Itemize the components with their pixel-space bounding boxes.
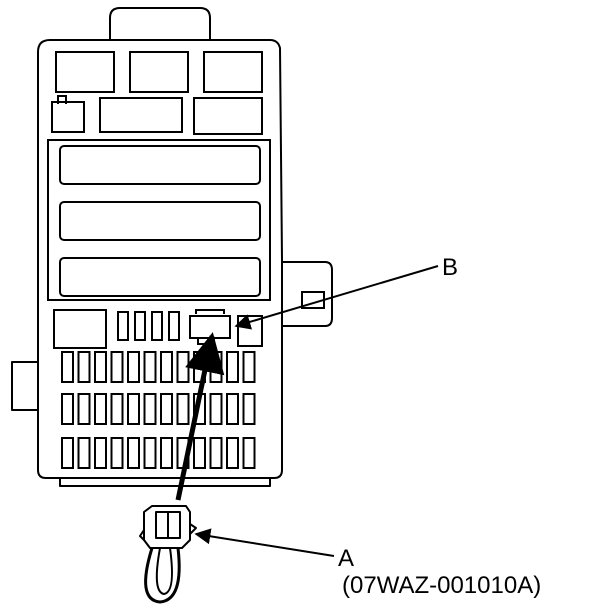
fuse-slot — [242, 437, 256, 469]
mini-fuse-slot — [168, 311, 180, 341]
fuse-slot — [110, 351, 124, 383]
fuse-slot — [176, 393, 190, 425]
callout-a-part-number: (07WAZ-001010A) — [342, 572, 542, 599]
connector-socket — [59, 145, 261, 185]
mini-fuse-slot — [151, 311, 163, 341]
relay-slot — [237, 315, 263, 347]
fuse-slot — [110, 437, 124, 469]
fuse-slot — [160, 351, 173, 383]
fuse-slot — [226, 437, 239, 469]
scs-service-connector — [139, 505, 197, 604]
mini-fuse-row — [117, 311, 180, 341]
leader-line-b — [234, 265, 439, 330]
check-connector-b — [189, 315, 231, 339]
fuse-slot — [77, 393, 91, 425]
connector-socket — [59, 201, 261, 241]
fuse-grid — [61, 351, 256, 469]
connection-arrow — [175, 332, 225, 501]
fuse-slot — [209, 393, 223, 425]
relay-clip — [57, 95, 67, 104]
jumper-wire-inner — [155, 547, 173, 595]
jumper-wire-loop — [144, 547, 181, 604]
fuse-slot — [242, 351, 256, 383]
fuse-slot — [110, 393, 124, 425]
fuse-slot — [226, 351, 239, 383]
fuse-slot — [61, 351, 74, 383]
fuse-slot — [209, 351, 223, 383]
connector-slot — [99, 97, 183, 133]
relay-slot — [129, 51, 189, 93]
fuse-slot — [77, 351, 91, 383]
fuse-slot — [61, 437, 74, 469]
fuse-slot — [127, 351, 140, 383]
mini-fuse-slot — [117, 311, 129, 341]
connector-latch — [195, 309, 225, 314]
top-mounting-tab — [109, 7, 211, 41]
connector-latch-left — [139, 529, 145, 541]
fuse-slot — [127, 393, 140, 425]
fuse-slot — [226, 393, 239, 425]
connector-latch-right — [189, 523, 197, 535]
fuse-slot — [209, 437, 223, 469]
fuse-slot — [94, 351, 107, 383]
fuse-slot — [94, 393, 107, 425]
connector-socket — [59, 257, 261, 297]
left-side-tab — [11, 361, 39, 411]
relay-slot — [193, 97, 263, 135]
fuse-slot — [77, 437, 91, 469]
fuse-slot — [176, 351, 190, 383]
fuse-slot — [127, 437, 140, 469]
relay-slot — [203, 51, 263, 93]
fuse-slot — [242, 393, 256, 425]
bottom-rail — [59, 477, 271, 487]
relay-slot — [55, 51, 115, 93]
fuse-slot — [160, 393, 173, 425]
fuse-slot — [160, 437, 173, 469]
fuse-slot — [143, 351, 157, 383]
fuse-slot — [143, 437, 157, 469]
fuse-slot — [61, 393, 74, 425]
small-relay-slot — [51, 101, 85, 133]
mini-fuse-slot — [134, 311, 146, 341]
fuse-slot — [193, 437, 206, 469]
callout-b-label: B — [442, 254, 459, 281]
callout-a-label: A — [338, 545, 355, 572]
relay-slot — [53, 309, 107, 349]
fuse-slot — [94, 437, 107, 469]
leader-line-a — [194, 528, 335, 557]
fuse-slot — [143, 393, 157, 425]
